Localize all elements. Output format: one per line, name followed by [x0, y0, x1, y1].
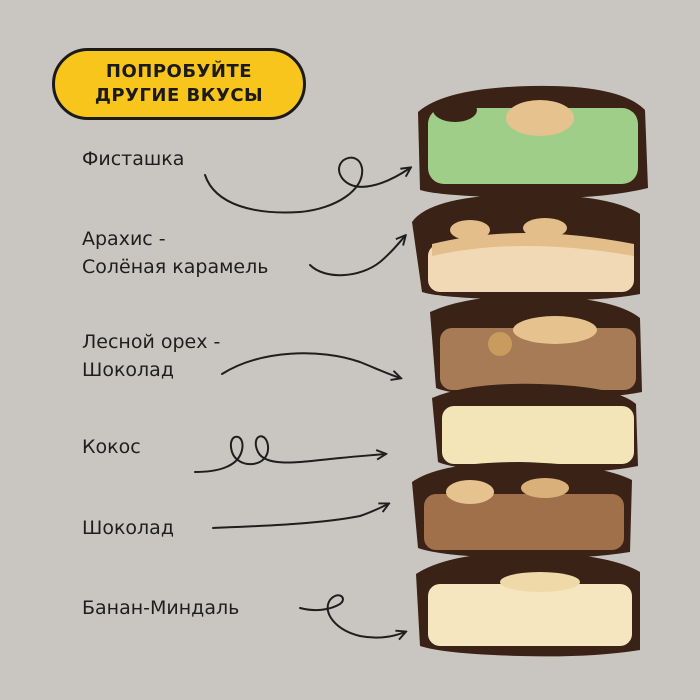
headline-line-2: ДРУГИЕ ВКУСЫ — [94, 85, 264, 106]
flavor-label-line-1: Банан-Миндаль — [82, 597, 240, 619]
bar-peanut-caramel-icon — [412, 194, 640, 301]
flavor-label-chocolate: Шоколад — [82, 514, 174, 542]
arrow-hazelnut-chocolate-icon — [221, 352, 400, 378]
bar-coconut-icon — [432, 383, 638, 473]
flavor-label-line-1: Лесной орех - — [82, 331, 221, 353]
arrow-banana-almond-icon — [299, 594, 405, 637]
flavor-label-pistachio: Фисташка — [82, 145, 184, 173]
bar-chocolate-icon — [412, 462, 632, 559]
flavor-label-peanut-caramel: Арахис - Солёная карамель — [82, 225, 268, 281]
flavor-label-coconut: Кокос — [82, 433, 141, 461]
flavor-label-line-1: Фисташка — [82, 148, 185, 170]
arrow-chocolate-icon — [212, 504, 388, 529]
headline-badge: ПОПРОБУЙТЕ ДРУГИЕ ВКУСЫ — [52, 48, 306, 120]
arrow-peanut-caramel-icon — [309, 236, 405, 277]
arrow-pistachio-icon — [204, 156, 410, 214]
flavor-label-hazelnut-chocolate: Лесной орех - Шоколад — [82, 328, 220, 384]
flavor-label-line-1: Кокос — [82, 436, 141, 458]
bar-banana-almond-icon — [416, 552, 640, 657]
bar-hazelnut-chocolate-icon — [430, 295, 642, 399]
arrow-coconut-icon — [194, 435, 385, 473]
flavor-label-line-2: Шоколад — [82, 359, 174, 381]
flavor-label-line-2: Солёная карамель — [82, 256, 269, 278]
bar-pistachio-icon — [418, 85, 648, 199]
flavor-label-line-1: Шоколад — [82, 517, 174, 539]
flavor-label-line-1: Арахис - — [82, 228, 166, 250]
flavor-label-banana-almond: Банан-Миндаль — [82, 594, 239, 622]
headline-line-1: ПОПРОБУЙТЕ — [105, 61, 253, 82]
